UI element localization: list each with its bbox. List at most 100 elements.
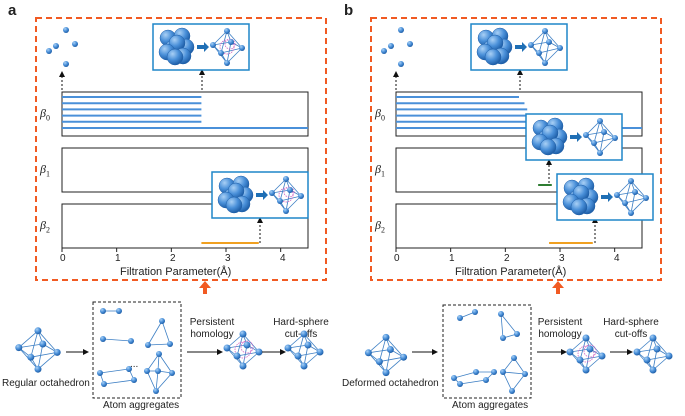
atom-node <box>53 348 61 356</box>
atom-node <box>622 200 628 206</box>
atom-node <box>239 330 247 338</box>
bond <box>146 353 160 372</box>
atom-node <box>500 369 506 375</box>
atom-node <box>155 368 161 374</box>
tick-b-4: 4 <box>614 253 620 264</box>
tick-b-3: 3 <box>559 253 565 264</box>
atom-node <box>239 362 247 370</box>
atom-node <box>566 348 574 356</box>
atom-node <box>612 135 618 141</box>
atom-sphere <box>166 48 184 66</box>
bond <box>368 349 391 354</box>
atom-node <box>233 352 241 360</box>
bond <box>99 368 130 374</box>
atom-node <box>97 370 103 376</box>
beta0-box-b <box>395 91 643 137</box>
bond <box>453 371 477 379</box>
scattered-atoms-a <box>46 27 78 67</box>
bond <box>103 379 135 385</box>
atom-node <box>39 340 47 348</box>
atom-node <box>224 60 230 66</box>
panel-a-letter: a <box>8 2 17 19</box>
atom-node <box>536 50 542 56</box>
bond <box>303 333 321 353</box>
atom-node <box>483 377 489 383</box>
atom-node <box>255 348 263 356</box>
bond <box>226 333 244 349</box>
atom-node <box>156 351 162 357</box>
atom-node <box>665 352 673 360</box>
aggregates-label-b: Atom aggregates <box>452 400 529 411</box>
bond <box>18 330 39 348</box>
bond <box>30 330 39 358</box>
cutoff-ring <box>234 341 252 359</box>
tick-a-0: 0 <box>60 253 66 264</box>
tick-a-2: 2 <box>170 253 176 264</box>
atom-node <box>491 369 497 375</box>
atom-node <box>643 195 649 201</box>
bond <box>379 356 404 362</box>
axis-ticks <box>61 248 616 252</box>
atom-node <box>601 129 607 135</box>
tick-b-2: 2 <box>504 253 510 264</box>
atom-node <box>364 349 372 357</box>
atom-node <box>632 189 638 195</box>
cutoff-ring <box>240 340 254 354</box>
atom-node <box>649 334 657 342</box>
bond <box>379 337 387 362</box>
atom-node <box>653 345 661 353</box>
bond <box>236 333 244 357</box>
atom-node <box>269 190 275 196</box>
bond <box>220 47 243 54</box>
bond <box>30 352 58 358</box>
atom-node <box>386 346 394 353</box>
bond <box>630 191 636 214</box>
bond <box>242 333 260 353</box>
blue-arrow <box>197 42 209 52</box>
workflow-graphics <box>15 308 673 394</box>
bond <box>37 352 58 370</box>
bond <box>161 320 171 345</box>
atom-node <box>628 178 634 184</box>
bond <box>37 343 44 370</box>
bond <box>500 313 518 335</box>
bond <box>271 178 287 194</box>
inset-contents <box>158 27 649 216</box>
atom-node <box>542 28 548 34</box>
atom-sphere <box>484 48 502 66</box>
octahedron-label-b: Deformed octahedron <box>342 378 439 389</box>
atom-node <box>528 42 534 48</box>
beta1-label-b: β1 <box>375 162 385 179</box>
scattered-atoms-b <box>381 27 413 67</box>
bond <box>624 180 632 204</box>
bond <box>242 344 248 367</box>
bond <box>544 47 561 64</box>
frame-a <box>35 17 327 281</box>
atom-node <box>583 132 589 138</box>
atom-node <box>100 336 106 342</box>
bond <box>146 370 157 392</box>
step1-label-b: Persistent homology <box>537 317 583 340</box>
atom-node <box>218 50 224 56</box>
inset-graphic <box>217 175 304 214</box>
step1-label-a: Persistent homology <box>189 317 235 340</box>
bond <box>236 351 260 357</box>
step2-label-b: Hard-sphere cut-offs <box>603 317 659 340</box>
bond <box>297 333 305 357</box>
atom-node <box>514 331 520 337</box>
cutoff-ring <box>577 345 595 363</box>
bond <box>585 337 603 357</box>
atom-node <box>169 370 175 376</box>
atom-node <box>100 308 106 314</box>
bond <box>147 320 163 346</box>
atom-node <box>210 42 216 48</box>
atom-node <box>457 381 463 387</box>
bond <box>368 337 387 354</box>
atom-node <box>284 344 292 352</box>
beta0-label-b: β0 <box>375 106 385 123</box>
atom-node <box>576 356 584 364</box>
atom-node <box>586 345 594 353</box>
tick-a-3: 3 <box>225 253 231 264</box>
atom-node <box>457 315 463 321</box>
atom-node <box>228 39 234 45</box>
